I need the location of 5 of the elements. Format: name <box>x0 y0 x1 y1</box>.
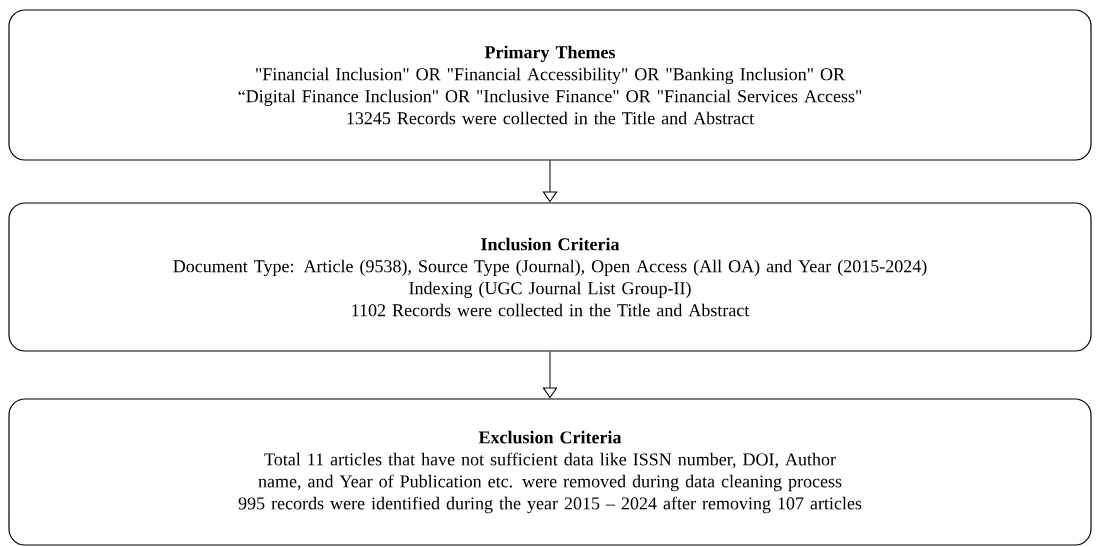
arrow <box>542 351 558 398</box>
criteria-box: Inclusion Criteria Document Type: Article (9538), Source Type (Journal), Open Access (All OA) and Year (2015-2024) Indexing (UGC Journal List Group-II) 1102 Records were collected in the Title and Abstract <box>8 202 1092 352</box>
criteria-box: Primary Themes "Financial Inclusion" OR "Financial Accessibility" OR "Banking Inclusion" OR “Digital Finance Inclusion" OR "Inclusive Finance" OR "Financial Services Access" 13245 Records were collected in the Title and Abstract <box>8 9 1092 161</box>
criteria-box: Exclusion Criteria Total 11 articles that have not sufficient data like ISSN number, DOI, Author name, and Year of Publication etc. were removed during data cleaning process 995 records were identified during the year 2015 – 2024 after removing 107 articles <box>8 398 1092 546</box>
arrow <box>542 160 558 202</box>
